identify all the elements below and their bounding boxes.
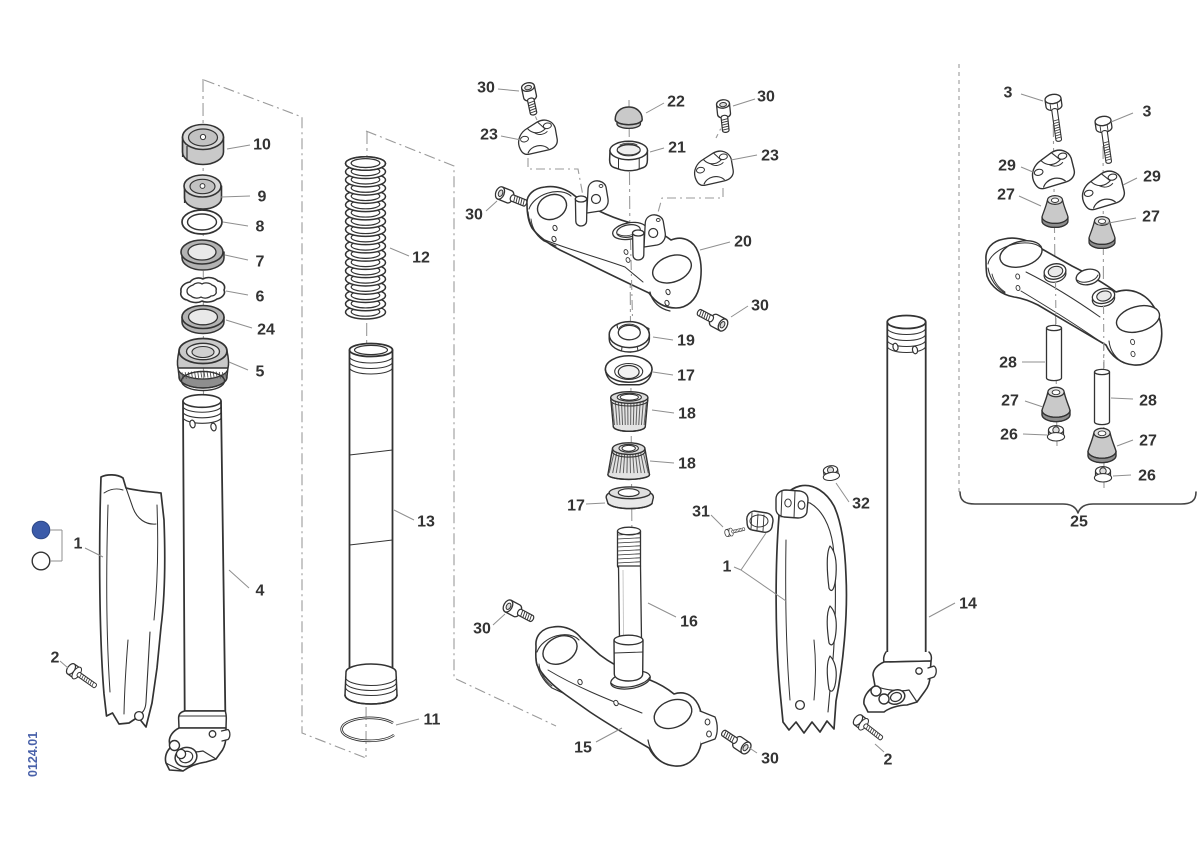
svg-text:19: 19 — [677, 333, 695, 350]
svg-text:24: 24 — [257, 322, 275, 339]
svg-text:27: 27 — [997, 187, 1015, 204]
svg-text:27: 27 — [1001, 393, 1019, 410]
svg-text:25: 25 — [1070, 514, 1088, 531]
svg-text:13: 13 — [417, 514, 435, 531]
svg-text:0124.01: 0124.01 — [26, 732, 40, 777]
svg-text:31: 31 — [692, 504, 710, 521]
svg-text:11: 11 — [424, 712, 441, 729]
svg-text:23: 23 — [480, 127, 498, 144]
svg-text:10: 10 — [253, 137, 271, 154]
svg-text:7: 7 — [256, 254, 265, 271]
svg-text:30: 30 — [761, 751, 779, 768]
svg-text:3: 3 — [1004, 85, 1013, 102]
svg-text:26: 26 — [1138, 468, 1156, 485]
svg-text:30: 30 — [757, 89, 775, 106]
svg-text:1: 1 — [74, 536, 83, 553]
svg-text:18: 18 — [678, 406, 696, 423]
svg-text:32: 32 — [852, 496, 870, 513]
svg-text:30: 30 — [477, 80, 495, 97]
svg-text:2: 2 — [51, 650, 60, 667]
svg-text:29: 29 — [1143, 169, 1161, 186]
svg-text:14: 14 — [959, 596, 977, 613]
svg-text:26: 26 — [1000, 427, 1018, 444]
svg-text:15: 15 — [574, 740, 592, 757]
svg-text:2: 2 — [884, 752, 893, 769]
svg-text:27: 27 — [1139, 433, 1157, 450]
svg-text:28: 28 — [1139, 393, 1157, 410]
svg-text:8: 8 — [256, 219, 265, 236]
svg-text:18: 18 — [678, 456, 696, 473]
svg-text:29: 29 — [998, 158, 1016, 175]
svg-text:27: 27 — [1142, 209, 1160, 226]
svg-text:4: 4 — [256, 583, 265, 600]
svg-text:5: 5 — [256, 364, 265, 381]
svg-text:17: 17 — [567, 498, 585, 515]
svg-text:22: 22 — [667, 94, 685, 111]
svg-text:16: 16 — [680, 614, 698, 631]
svg-text:28: 28 — [999, 355, 1017, 372]
svg-text:3: 3 — [1143, 104, 1152, 121]
svg-text:6: 6 — [256, 289, 265, 306]
svg-text:12: 12 — [412, 250, 430, 267]
svg-text:9: 9 — [258, 189, 267, 206]
svg-text:1: 1 — [723, 559, 732, 576]
svg-text:30: 30 — [473, 621, 491, 638]
svg-text:20: 20 — [734, 234, 752, 251]
svg-text:30: 30 — [751, 298, 769, 315]
svg-text:17: 17 — [677, 368, 695, 385]
svg-text:21: 21 — [668, 140, 686, 157]
svg-text:30: 30 — [465, 207, 483, 224]
svg-text:23: 23 — [761, 148, 779, 165]
